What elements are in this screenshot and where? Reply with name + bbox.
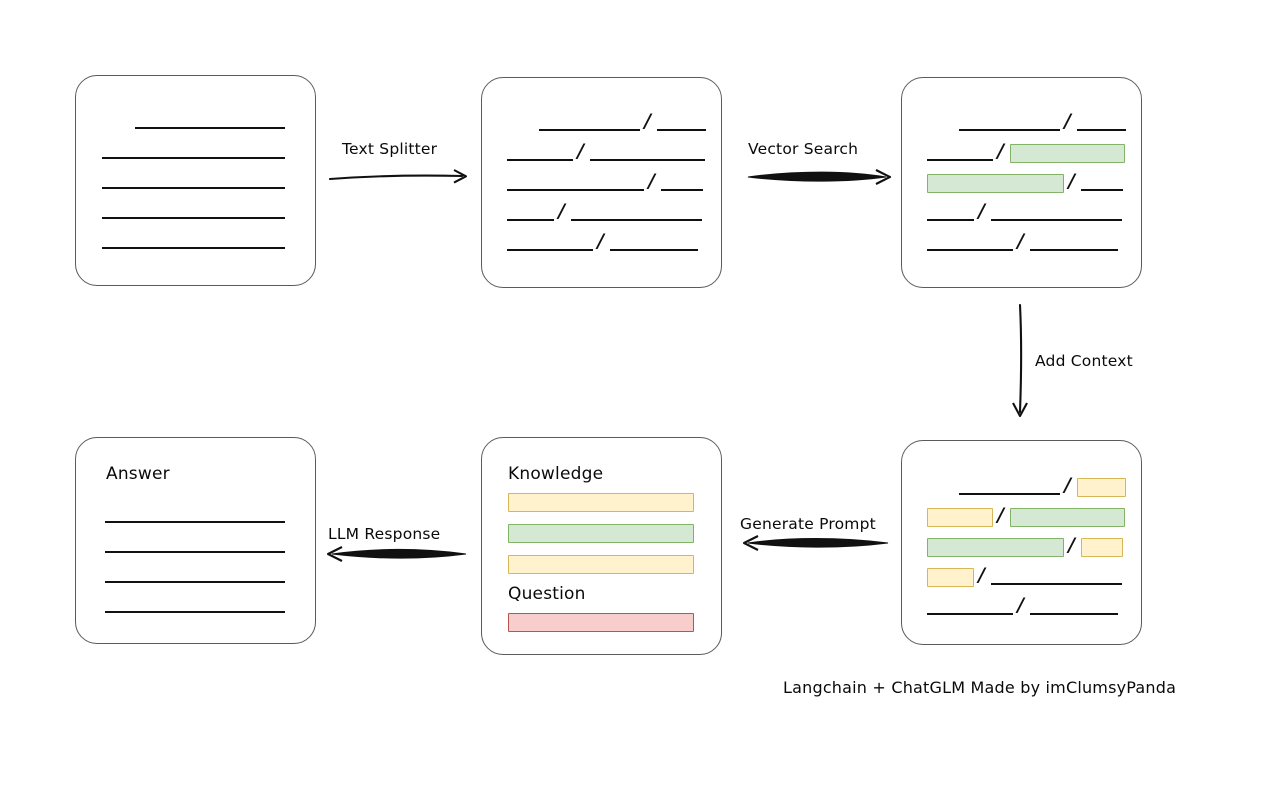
- node-split-chunks[interactable]: [481, 77, 722, 288]
- context-chunk-line-chip-yellow: [1077, 478, 1126, 497]
- context-chunk-line-slash-icon: /: [1017, 594, 1024, 616]
- prompt-question-heading: Question: [508, 584, 586, 604]
- edge-label-text-splitter: Text Splitter: [342, 140, 438, 158]
- edge-label-vector-search: Vector Search: [748, 140, 859, 158]
- split-chunk-line-rule: [507, 249, 593, 251]
- answer-heading: Answer: [106, 464, 170, 484]
- edge-label-add-context: Add Context: [1035, 352, 1133, 370]
- footer-credit: Langchain + ChatGLM Made by imClumsyPand…: [783, 678, 1177, 697]
- node-answer[interactable]: [75, 437, 316, 644]
- matched-chunk-line-rule: [927, 249, 1013, 251]
- answer-line-rule: [105, 581, 285, 583]
- split-chunk-line-slash-icon: /: [558, 200, 565, 222]
- prompt-bar-red: [508, 613, 694, 632]
- source-document-line-rule: [102, 157, 285, 159]
- context-chunk-line-slash-icon: /: [978, 564, 985, 586]
- prompt-knowledge-heading: Knowledge: [508, 464, 604, 484]
- prompt-bar-green: [508, 524, 694, 543]
- source-document-line-rule: [102, 217, 285, 219]
- context-chunk-line-chip-yellow: [1081, 538, 1123, 557]
- split-chunk-line-rule: [571, 219, 702, 221]
- context-chunk-line-chip-yellow: [927, 568, 974, 587]
- split-chunk-line-slash-icon: /: [597, 230, 604, 252]
- node-source-document[interactable]: [75, 75, 316, 286]
- split-chunk-line-rule: [507, 219, 554, 221]
- split-chunk-line-rule: [539, 129, 640, 131]
- split-chunk-line-slash-icon: /: [644, 110, 651, 132]
- split-chunk-line-slash-icon: /: [577, 140, 584, 162]
- matched-chunk-line-rule: [927, 219, 974, 221]
- matched-chunk-line-rule: [959, 129, 1060, 131]
- prompt-bar-yellow: [508, 555, 694, 574]
- matched-chunk-line-rule: [991, 219, 1122, 221]
- answer-line-rule: [105, 521, 285, 523]
- split-chunk-line-rule: [507, 159, 573, 161]
- matched-chunk-line-rule: [1081, 189, 1123, 191]
- context-chunk-line-rule: [1030, 613, 1118, 615]
- split-chunk-line-rule: [610, 249, 698, 251]
- context-chunk-line-rule: [991, 583, 1122, 585]
- context-chunk-line-slash-icon: /: [1064, 474, 1071, 496]
- arrow-text-splitter: [328, 169, 468, 184]
- matched-chunk-line-slash-icon: /: [978, 200, 985, 222]
- split-chunk-line-slash-icon: /: [648, 170, 655, 192]
- matched-chunk-line-chip-green: [1010, 144, 1125, 163]
- matched-chunk-line-slash-icon: /: [1017, 230, 1024, 252]
- context-chunk-line-rule: [959, 493, 1060, 495]
- matched-chunk-line-slash-icon: /: [1068, 170, 1075, 192]
- matched-chunk-line-rule: [1030, 249, 1118, 251]
- arrow-vector-search: [747, 169, 892, 185]
- context-chunk-line-slash-icon: /: [997, 504, 1004, 526]
- context-chunk-line-chip-yellow: [927, 508, 993, 527]
- answer-line-rule: [105, 551, 285, 553]
- split-chunk-line-rule: [590, 159, 705, 161]
- matched-chunk-line-slash-icon: /: [997, 140, 1004, 162]
- matched-chunk-line-chip-green: [927, 174, 1064, 193]
- context-chunk-line-chip-green: [927, 538, 1064, 557]
- split-chunk-line-rule: [507, 189, 644, 191]
- split-chunk-line-rule: [657, 129, 706, 131]
- matched-chunk-line-slash-icon: /: [1064, 110, 1071, 132]
- context-chunk-line-slash-icon: /: [1068, 534, 1075, 556]
- source-document-line-rule: [102, 187, 285, 189]
- arrow-llm-response: [326, 546, 467, 562]
- split-chunk-line-rule: [661, 189, 703, 191]
- prompt-bar-yellow: [508, 493, 694, 512]
- context-chunk-line-chip-green: [1010, 508, 1125, 527]
- edge-label-llm-response: LLM Response: [328, 525, 441, 543]
- context-chunk-line-rule: [927, 613, 1013, 615]
- arrow-generate-prompt: [742, 535, 889, 551]
- answer-line-rule: [105, 611, 285, 613]
- edge-label-generate-prompt: Generate Prompt: [740, 515, 876, 533]
- matched-chunk-line-rule: [1077, 129, 1126, 131]
- source-document-line-rule: [102, 247, 285, 249]
- source-document-line-rule: [135, 127, 285, 129]
- matched-chunk-line-rule: [927, 159, 993, 161]
- arrow-add-context: [1012, 303, 1028, 418]
